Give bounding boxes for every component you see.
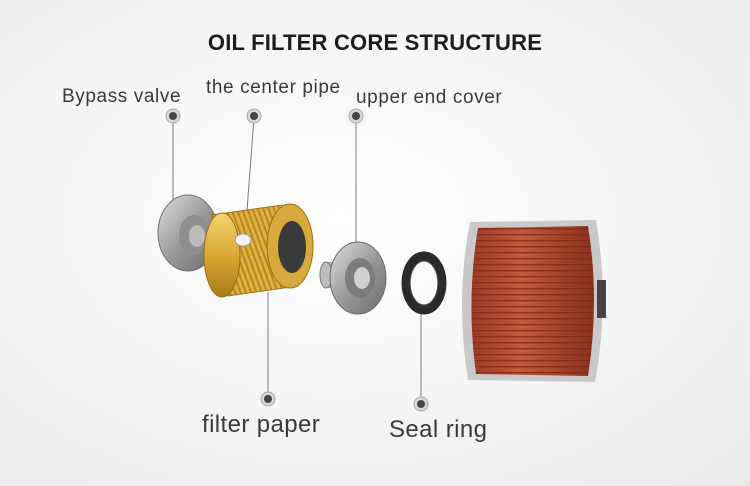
bypass-valve-part — [157, 194, 219, 272]
assembled-filter-element — [461, 220, 606, 382]
callout-dots — [165, 108, 429, 412]
diagram-title: OIL FILTER CORE STRUCTURE — [207, 30, 543, 55]
seal-ring-part — [401, 251, 447, 315]
label-filter-paper: filter paper — [202, 411, 321, 438]
label-seal-ring: Seal ring — [389, 416, 488, 443]
label-upper-end-cover: upper end cover — [356, 87, 503, 108]
filter-paper-part — [203, 203, 314, 298]
center-pipe-part — [234, 233, 252, 247]
label-center-pipe: the center pipe — [206, 77, 341, 98]
label-bypass-valve: Bypass valve — [62, 86, 182, 107]
upper-end-cover-part — [319, 241, 387, 315]
